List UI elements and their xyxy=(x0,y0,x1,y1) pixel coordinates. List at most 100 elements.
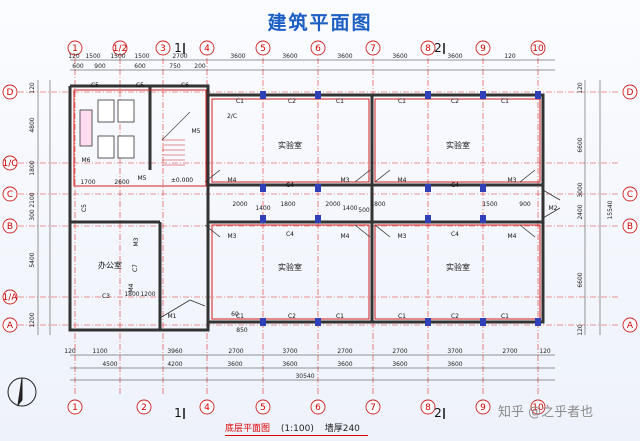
window-1 xyxy=(315,91,321,99)
dim-inner-8: 1500 xyxy=(482,201,497,208)
label-M3a: M3 xyxy=(341,177,350,184)
axis-bottom-5: 7 xyxy=(370,403,376,413)
section-mark-3: 2 xyxy=(434,406,442,420)
window-7 xyxy=(425,318,431,326)
label-M1: M1 xyxy=(168,313,177,320)
dim-inner-5: 2000 xyxy=(325,201,340,208)
axis-bottom-1: 2 xyxy=(141,403,147,413)
axis-top-5: 6 xyxy=(315,44,321,54)
axis-right-3-circle xyxy=(622,317,638,333)
label-C4d: C4 xyxy=(451,231,459,238)
dim-top1-9: 3600 xyxy=(447,53,462,60)
label-C1e: C1 xyxy=(236,313,244,320)
label-C7: C7 xyxy=(132,264,139,272)
dim-left-5: 5400 xyxy=(29,252,36,267)
dim-inner-0: 1700 xyxy=(80,179,95,186)
label-C4c: C4 xyxy=(286,231,294,238)
label-M3e: M3 xyxy=(133,237,140,246)
axis-top-7-circle xyxy=(420,40,436,56)
window-13 xyxy=(480,184,486,192)
axis-left-4: 1/A xyxy=(3,293,19,303)
inner-lines xyxy=(73,89,541,320)
label-C1h: C1 xyxy=(501,313,509,320)
label-C6: C6 xyxy=(181,82,189,89)
axis-left-4-circle xyxy=(2,289,18,305)
room-lab_ur: 实验室 xyxy=(446,140,470,150)
label-M4e: M4 xyxy=(128,283,135,292)
axis-top-3: 4 xyxy=(204,44,210,54)
dim-top1-7: 3600 xyxy=(337,53,352,60)
dim-bottom2-0: 4500 xyxy=(102,361,117,368)
label-C2a: C2 xyxy=(288,98,296,105)
dim-top1-4: 2700 xyxy=(172,53,187,60)
dim-bottom2-6: 3600 xyxy=(447,361,462,368)
label-level: ±0.000 xyxy=(171,177,193,184)
window-15 xyxy=(315,215,321,223)
dim-top1-3: 1500 xyxy=(134,53,149,60)
dim-left-4: 300 xyxy=(29,209,36,221)
axis-right-1-circle xyxy=(622,186,638,202)
caption-scale: (1:100) xyxy=(280,424,314,434)
dim-right-2: 3000 xyxy=(577,182,584,197)
drawing-caption: 底层平面图 (1:100) 墙厚240 xyxy=(225,421,368,436)
label-C2d: C2 xyxy=(451,313,459,320)
label-M4c: M4 xyxy=(341,233,350,240)
dim-top2-3: 750 xyxy=(169,63,181,70)
dim-inner-11: 60 xyxy=(231,311,239,318)
dim-bottom2-2: 3600 xyxy=(227,361,242,368)
axis-top-4-circle xyxy=(255,40,271,56)
window-12 xyxy=(425,184,431,192)
dim-right-3: 2400 xyxy=(577,204,584,219)
axis-bottom-2-circle xyxy=(199,399,215,415)
dim-left-1: 4800 xyxy=(29,117,36,132)
dim-top1-6: 3600 xyxy=(282,53,297,60)
window-0 xyxy=(260,91,266,99)
dim-bottom2-1: 4200 xyxy=(167,361,182,368)
axis-left-2: C xyxy=(7,190,13,200)
axis-top-5-circle xyxy=(310,40,326,56)
dim-inner-14: 1200 xyxy=(140,291,155,298)
label-M4d: M4 xyxy=(508,233,517,240)
window-8 xyxy=(480,318,486,326)
axis-left-0: D xyxy=(7,88,14,98)
dim-bottom1-2: 3960 xyxy=(167,348,182,355)
door-swings xyxy=(159,169,561,319)
window-9 xyxy=(535,318,541,326)
dim-bottom1-1: 1100 xyxy=(92,348,107,355)
dim-bottom2-3: 3600 xyxy=(282,361,297,368)
caption-wall: 墙厚240 xyxy=(324,424,360,434)
dim-left-3: 2100 xyxy=(29,192,36,207)
dim-inner-4: 1800 xyxy=(280,201,295,208)
dim-inner-3: 1400 xyxy=(255,205,270,212)
label-C1g: C1 xyxy=(398,313,406,320)
dim-inner-12: 850 xyxy=(236,327,248,334)
label-C1c: C1 xyxy=(398,98,406,105)
dim-inner-10: 1800 xyxy=(370,201,385,208)
axis-top-2: 3 xyxy=(160,44,166,54)
axis-top-4: 5 xyxy=(260,44,266,54)
window-3 xyxy=(480,91,486,99)
label-C4a: C4 xyxy=(286,182,294,189)
label-C1f: C1 xyxy=(336,313,344,320)
axis-bottom-8: 10 xyxy=(532,403,544,413)
dim-right-4: 6600 xyxy=(577,272,584,287)
axis-left-5-circle xyxy=(2,317,18,333)
axis-left-3-circle xyxy=(2,218,18,234)
dim-right-6: 15540 xyxy=(607,200,614,219)
label-C1b: C1 xyxy=(336,98,344,105)
label-M3c: M3 xyxy=(228,233,237,240)
dim-inner-1: 2600 xyxy=(114,179,129,186)
axis-right-2-circle xyxy=(622,218,638,234)
dim-inner-7: 500 xyxy=(358,207,370,214)
dim-top2-4: 200 xyxy=(194,63,206,70)
label-M3d: M3 xyxy=(398,233,407,240)
label-C1d: C1 xyxy=(501,98,509,105)
axis-top-8: 9 xyxy=(480,44,486,54)
axis-top-3-circle xyxy=(199,40,215,56)
dim-top2-1: 900 xyxy=(94,63,106,70)
staircase xyxy=(161,111,191,166)
dimension-lines xyxy=(37,59,601,381)
axis-top-7: 8 xyxy=(425,44,431,54)
